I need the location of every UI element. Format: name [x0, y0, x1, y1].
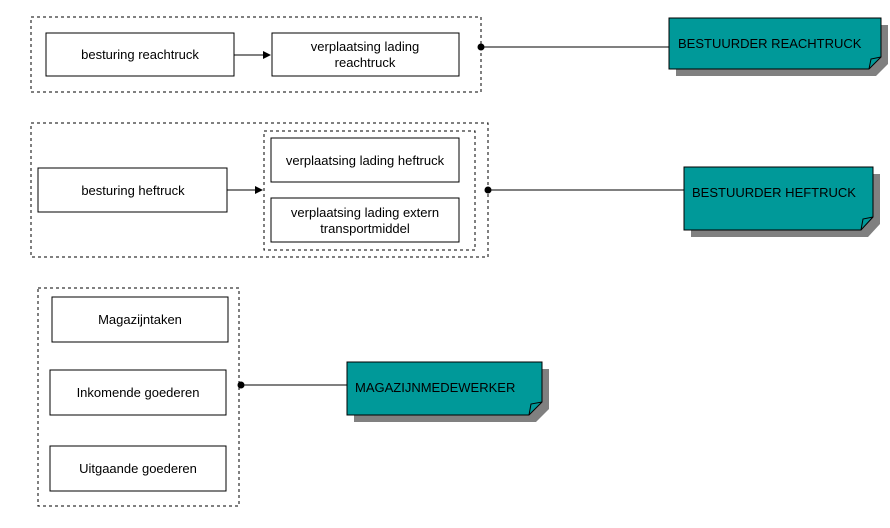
box-label-line-2: reachtruck [335, 55, 396, 70]
box-label-line-2: transportmiddel [320, 221, 410, 236]
box-label: Inkomende goederen [77, 385, 200, 400]
box-label: besturing reachtruck [81, 47, 199, 62]
box-label-line-1: verplaatsing lading [311, 39, 419, 54]
magazijn-group-frame [37, 287, 240, 507]
role-note-bestuurder-heftruck: BESTUURDER HEFTRUCK [683, 166, 880, 237]
heftruck-subgroup-frame [263, 130, 476, 251]
box-verplaatsing-lading-reachtruck: verplaatsing lading reachtruck [271, 32, 460, 77]
box-label-line-1: verplaatsing lading extern [291, 205, 439, 220]
reachtruck-group-frame [30, 16, 482, 93]
role-label: MAGAZIJNMEDEWERKER [355, 380, 515, 395]
box-besturing-reachtruck: besturing reachtruck [45, 32, 235, 77]
box-uitgaande-goederen: Uitgaande goederen [49, 445, 227, 492]
box-inkomende-goederen: Inkomende goederen [49, 369, 227, 416]
box-verplaatsing-lading-extern-transportmiddel: verplaatsing lading extern transportmidd… [270, 197, 460, 243]
role-note-magazijnmedewerker: MAGAZIJNMEDEWERKER [346, 361, 549, 422]
box-label: besturing heftruck [81, 183, 185, 198]
role-note-bestuurder-reachtruck: BESTUURDER REACHTRUCK [668, 17, 888, 76]
box-label: Magazijntaken [98, 312, 182, 327]
box-besturing-heftruck: besturing heftruck [37, 167, 228, 213]
role-label: BESTUURDER HEFTRUCK [692, 185, 856, 200]
box-verplaatsing-lading-heftruck: verplaatsing lading heftruck [270, 137, 460, 183]
box-magazijntaken: Magazijntaken [51, 296, 229, 343]
box-label: Uitgaande goederen [79, 461, 197, 476]
box-label: verplaatsing lading heftruck [286, 153, 445, 168]
role-label: BESTUURDER REACHTRUCK [678, 36, 862, 51]
